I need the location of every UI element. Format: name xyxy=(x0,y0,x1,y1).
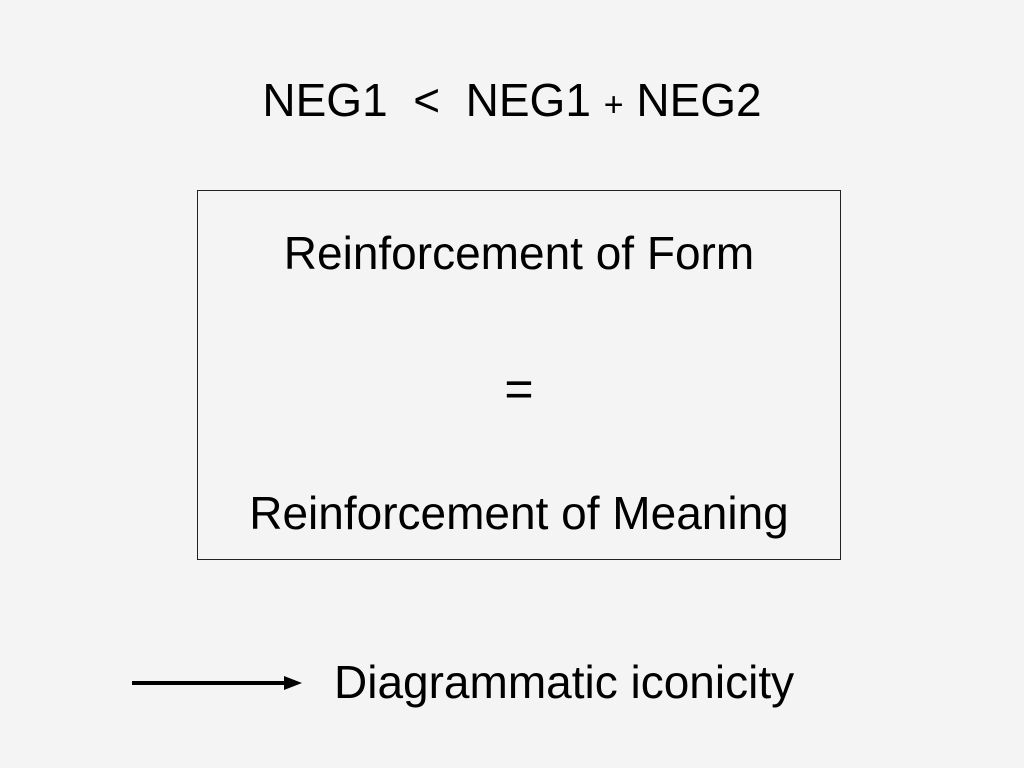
formula-less-than: < xyxy=(413,74,441,126)
reinforcement-of-meaning-text: Reinforcement of Meaning xyxy=(249,487,789,539)
formula-right-term-2: NEG2 xyxy=(636,74,762,126)
equals-sign: = xyxy=(504,361,534,417)
formula: NEG1 < NEG1 + NEG2 xyxy=(0,72,1024,133)
formula-right-term-1: NEG1 xyxy=(465,74,591,126)
formula-left-term: NEG1 xyxy=(262,74,388,126)
equivalence-box: Reinforcement of Form = Reinforcement of… xyxy=(197,190,841,560)
right-arrow-icon xyxy=(132,676,302,690)
reinforcement-of-form-text: Reinforcement of Form xyxy=(283,227,755,279)
formula-plus: + xyxy=(603,86,624,124)
diagrammatic-iconicity-text: Diagrammatic iconicity xyxy=(334,656,795,708)
